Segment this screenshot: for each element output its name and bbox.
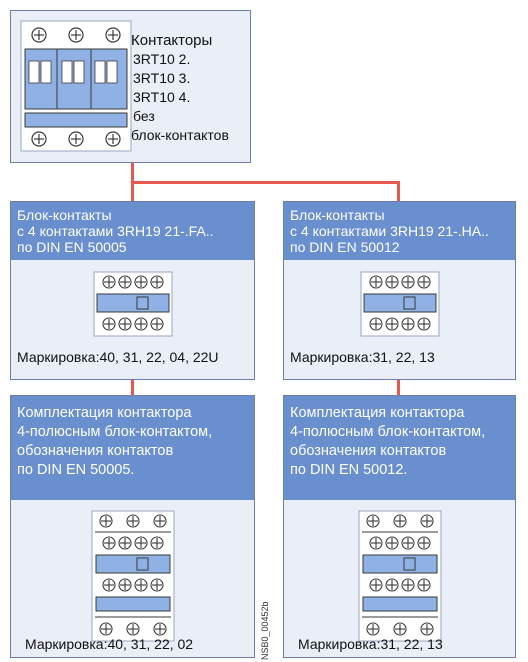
aux-block-left: Блок-контакты с 4 контактами 3RH19 21-.F… <box>10 201 255 380</box>
contactor-line-2: 3RT10 2. <box>133 51 191 67</box>
combo-left-marking: Маркировка:40, 31, 22, 02 <box>25 636 194 652</box>
combo-right-marking: Маркировка:31, 22, 13 <box>298 636 443 652</box>
combo-block-right: Комплектация контактора 4-полюсным блок-… <box>283 395 516 658</box>
combo-right-title: Комплектация контактора 4-полюсным блок-… <box>284 396 515 500</box>
contactor-line-6: блок-контактов <box>131 127 229 143</box>
combo-left-title: Комплектация контактора 4-полюсным блок-… <box>11 396 254 500</box>
aux-left-device-icon <box>93 271 173 337</box>
connector-horizontal <box>131 181 400 184</box>
aux-block-right: Блок-контакты с 4 контактами 3RH19 21-.H… <box>283 201 516 380</box>
connector-right-down <box>397 181 400 201</box>
combo-left-device-icon <box>91 510 175 642</box>
contactor-box: Контакторы 3RT10 2. 3RT10 3. 3RT10 4. бе… <box>10 10 251 163</box>
connector-left-combo <box>131 380 134 395</box>
aux-right-device-icon <box>360 271 440 337</box>
aux-left-title: Блок-контакты с 4 контактами 3RH19 21-.F… <box>11 202 254 260</box>
connector-vertical-top <box>131 163 134 183</box>
connector-left-down <box>131 181 134 201</box>
contactor-line-4: 3RT10 4. <box>133 89 191 105</box>
connector-right-combo <box>397 380 400 395</box>
aux-right-marking: Маркировка:31, 22, 13 <box>290 349 435 365</box>
contactor-line-5: без <box>133 108 155 124</box>
aux-left-marking: Маркировка:40, 31, 22, 04, 22U <box>17 349 219 365</box>
combo-block-left: Комплектация контактора 4-полюсным блок-… <box>10 395 255 658</box>
contactor-label: Контакторы 3RT10 2. 3RT10 3. 3RT10 4. бе… <box>131 31 229 145</box>
contactor-device-icon <box>20 20 132 152</box>
aux-right-title: Блок-контакты с 4 контактами 3RH19 21-.H… <box>284 202 515 260</box>
contactor-line-3: 3RT10 3. <box>133 70 191 86</box>
combo-right-device-icon <box>358 510 442 642</box>
drawing-code: NSB0_00452b <box>260 601 270 660</box>
contactor-line-1: Контакторы <box>131 32 213 49</box>
